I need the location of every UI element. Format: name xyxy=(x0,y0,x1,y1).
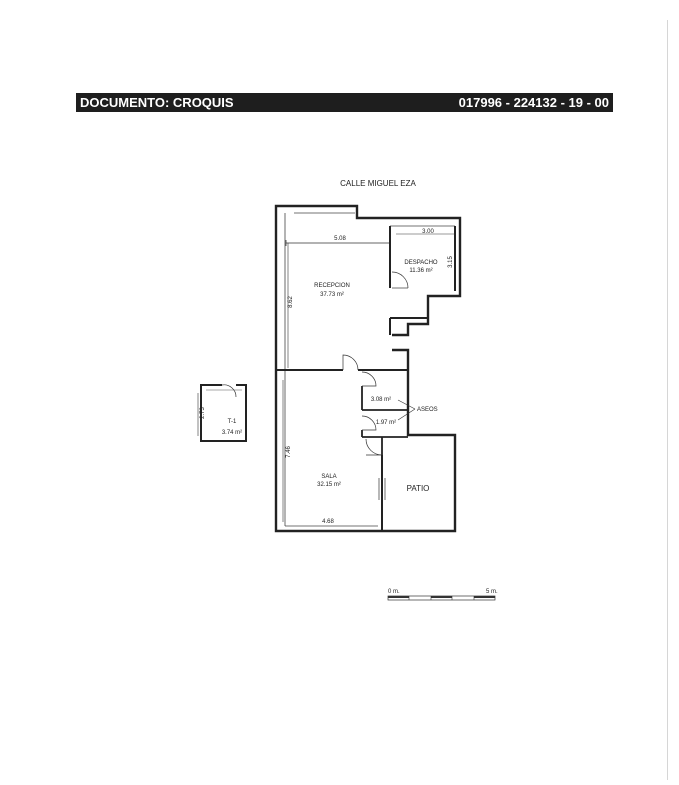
dim-annex-depth: 2.73 xyxy=(200,407,206,419)
annex-walls xyxy=(200,384,247,442)
street-label: CALLE MIGUEL EZA xyxy=(340,179,416,188)
toilet-leader-lines xyxy=(397,399,416,421)
patio-window xyxy=(378,478,386,500)
scale-bar xyxy=(387,595,496,601)
office-door xyxy=(391,271,409,289)
office-area: 11.36 m² xyxy=(409,268,432,274)
dim-living-width: 4.68 xyxy=(322,519,334,525)
toilet-lower-area: 1.97 m² xyxy=(376,420,396,426)
toilet-doors xyxy=(361,371,383,456)
outer-walls xyxy=(274,204,462,533)
living-door xyxy=(342,354,359,371)
office-walls xyxy=(389,226,456,335)
toilet-walls xyxy=(361,386,408,455)
dim-office-depth: 3.15 xyxy=(448,256,454,268)
scale-start-label: 0 m. xyxy=(388,589,400,595)
dim-office-width: 3.00 xyxy=(422,229,434,235)
reception-name: RECEPCION xyxy=(314,283,350,289)
reception-area: 37.73 m² xyxy=(320,292,344,298)
document-title: DOCUMENTO: CROQUIS xyxy=(80,95,234,110)
toilets-name: ASEOS xyxy=(417,407,438,413)
patio-name: PATIO xyxy=(407,484,430,493)
annex-area: 3.74 m² xyxy=(222,430,242,436)
document-header-bar: DOCUMENTO: CROQUIS 017996 - 224132 - 19 … xyxy=(76,93,613,112)
scan-edge-line xyxy=(667,20,668,780)
scale-end-label: 5 m. xyxy=(486,589,498,595)
dim-living-depth: 7.46 xyxy=(286,446,292,458)
annex-name: T-1 xyxy=(228,419,237,425)
dim-reception-depth: 8.62 xyxy=(288,296,294,308)
dim-reception-width: 5.08 xyxy=(334,236,346,242)
document-reference: 017996 - 224132 - 19 - 00 xyxy=(458,95,609,110)
living-area: 32.15 m² xyxy=(317,482,341,488)
toilet-upper-area: 3.08 m² xyxy=(371,397,391,403)
office-name: DESPACHO xyxy=(404,260,438,266)
living-name: SALA xyxy=(321,474,336,480)
annex-door xyxy=(221,384,237,398)
